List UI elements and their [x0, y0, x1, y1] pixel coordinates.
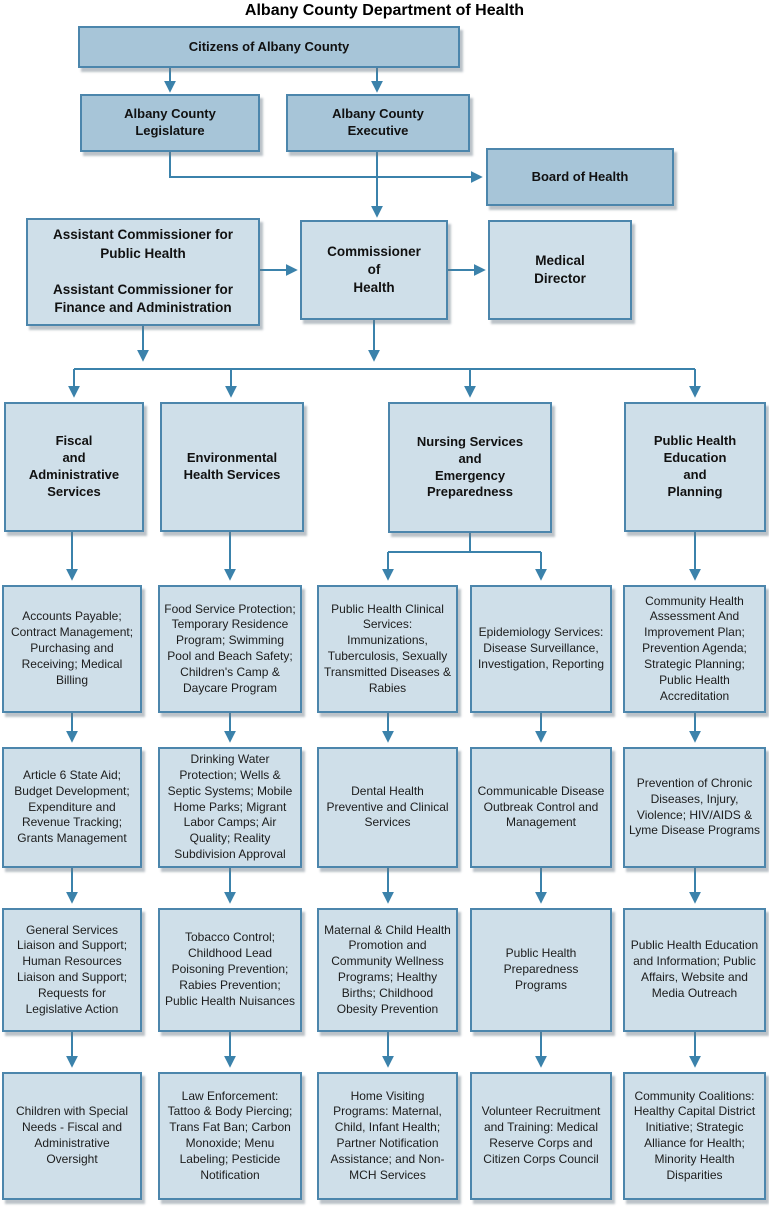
node-fiscal-row2: Article 6 State Aid; Budget Development;… — [2, 747, 142, 868]
node-education-row2: Prevention of Chronic Diseases, Injury, … — [623, 747, 766, 868]
node-environmental-row4: Law Enforcement: Tattoo & Body Piercing;… — [158, 1072, 302, 1200]
node-fiscal-row1: Accounts Payable; Contract Management; P… — [2, 585, 142, 713]
node-fiscal-row3: General Services Liaison and Support; Hu… — [2, 908, 142, 1032]
node-environmental-row2: Drinking Water Protection; Wells & Septi… — [158, 747, 302, 868]
node-nursing-clinical-row2: Dental Health Preventive and Clinical Se… — [317, 747, 458, 868]
node-board-of-health: Board of Health — [486, 148, 674, 206]
node-nursing-clinical-row1: Public Health Clinical Services: Immuniz… — [317, 585, 458, 713]
node-education-row4: Community Coalitions: Healthy Capital Di… — [623, 1072, 766, 1200]
node-epidemiology-row4: Volunteer Recruitment and Training: Medi… — [470, 1072, 612, 1200]
node-nursing-clinical-row4: Home Visiting Programs: Maternal, Child,… — [317, 1072, 458, 1200]
node-assistant-commissioners: Assistant Commissioner for Public Health… — [26, 218, 260, 326]
node-division-nursing-emergency: Nursing Services and Emergency Preparedn… — [388, 402, 552, 533]
node-division-environmental-health: Environmental Health Services — [160, 402, 304, 532]
node-epidemiology-row3: Public Health Preparedness Programs — [470, 908, 612, 1032]
node-environmental-row3: Tobacco Control; Childhood Lead Poisonin… — [158, 908, 302, 1032]
node-epidemiology-row2: Communicable Disease Outbreak Control an… — [470, 747, 612, 868]
node-fiscal-row4: Children with Special Needs - Fiscal and… — [2, 1072, 142, 1200]
node-education-row1: Community Health Assessment And Improvem… — [623, 585, 766, 713]
node-legislature: Albany County Legislature — [80, 94, 260, 152]
node-education-row3: Public Health Education and Information;… — [623, 908, 766, 1032]
node-executive: Albany County Executive — [286, 94, 470, 152]
node-division-fiscal-administrative: Fiscal and Administrative Services — [4, 402, 144, 532]
node-division-health-education: Public Health Education and Planning — [624, 402, 766, 532]
node-environmental-row1: Food Service Protection; Temporary Resid… — [158, 585, 302, 713]
page-title: Albany County Department of Health — [244, 2, 525, 19]
node-medical-director: Medical Director — [488, 220, 632, 320]
node-commissioner-of-health: Commissioner of Health — [300, 220, 448, 320]
node-citizens: Citizens of Albany County — [78, 26, 460, 68]
node-nursing-clinical-row3: Maternal & Child Health Promotion and Co… — [317, 908, 458, 1032]
node-epidemiology-row1: Epidemiology Services: Disease Surveilla… — [470, 585, 612, 713]
